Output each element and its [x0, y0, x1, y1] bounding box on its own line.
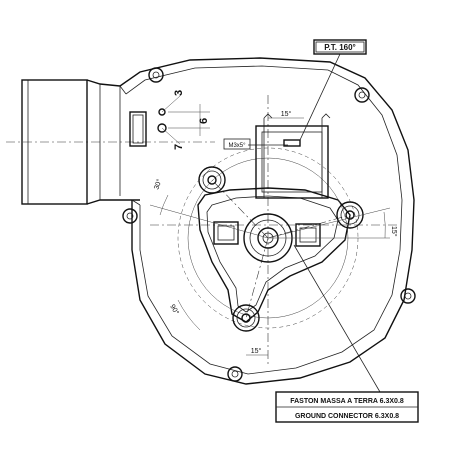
- volute-housing: [119, 57, 415, 385]
- dim-gap-label: 6: [198, 118, 210, 124]
- thread-tag-box: [223, 138, 251, 150]
- dia-large-label: 7: [173, 144, 185, 150]
- slot: [129, 111, 147, 147]
- housing-mount-holes: [122, 67, 416, 382]
- rubber-mounts: [198, 166, 364, 332]
- faston-label-it: FASTON MASSA A TERRA 6.3X0.8: [290, 398, 404, 405]
- outlet-duct: [21, 79, 140, 205]
- faston-label-en: GROUND CONNECTOR 6.3X0.8: [295, 413, 399, 420]
- thread-label: M3x5°: [228, 143, 246, 149]
- detail-holes: [157, 95, 210, 145]
- faston-callout: [275, 391, 419, 423]
- angle-bottom: 15°: [251, 347, 262, 355]
- angle-bottom-left: 90°: [168, 303, 180, 316]
- angle-left: 30°: [152, 178, 163, 191]
- leader-lines: [248, 53, 381, 393]
- pt-callout: [313, 39, 367, 55]
- thermal-protector: [255, 113, 331, 199]
- pt-label: P.T. 160°: [324, 43, 356, 52]
- angle-top: 15°: [281, 110, 292, 118]
- dia-small-label: 3: [173, 90, 185, 96]
- angle-right: 15°: [390, 226, 398, 237]
- dimension-lines: [149, 117, 391, 356]
